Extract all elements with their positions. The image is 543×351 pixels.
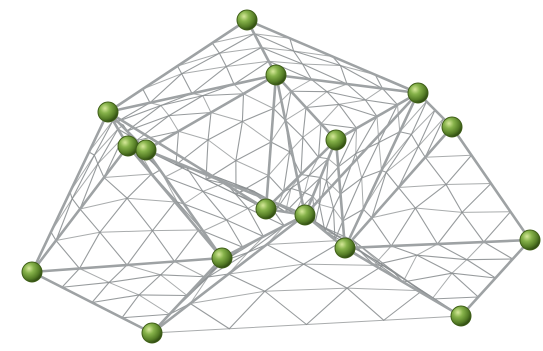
connector-hub-ball [326,130,346,150]
rope-strand [152,230,198,231]
connector-hub-ball [98,102,118,122]
connector-hub-ball [237,10,257,30]
connector-hub-ball [212,248,232,268]
connector-hub-ball [266,65,286,85]
connector-hub-ball [520,230,540,250]
connector-hub-ball [22,262,42,282]
connector-hub-ball [451,306,471,326]
connector-hub-ball [142,323,162,343]
connector-hub-ball [335,238,355,258]
connector-hub-ball [295,205,315,225]
connector-hub-ball [118,136,138,156]
rope-strand [467,259,513,260]
connector-hub-ball [256,199,276,219]
rope-strand [139,295,187,296]
rope-strand [462,212,510,213]
connector-hub-ball [442,117,462,137]
connector-hub-ball [136,140,156,160]
connector-hub-ball [408,83,428,103]
